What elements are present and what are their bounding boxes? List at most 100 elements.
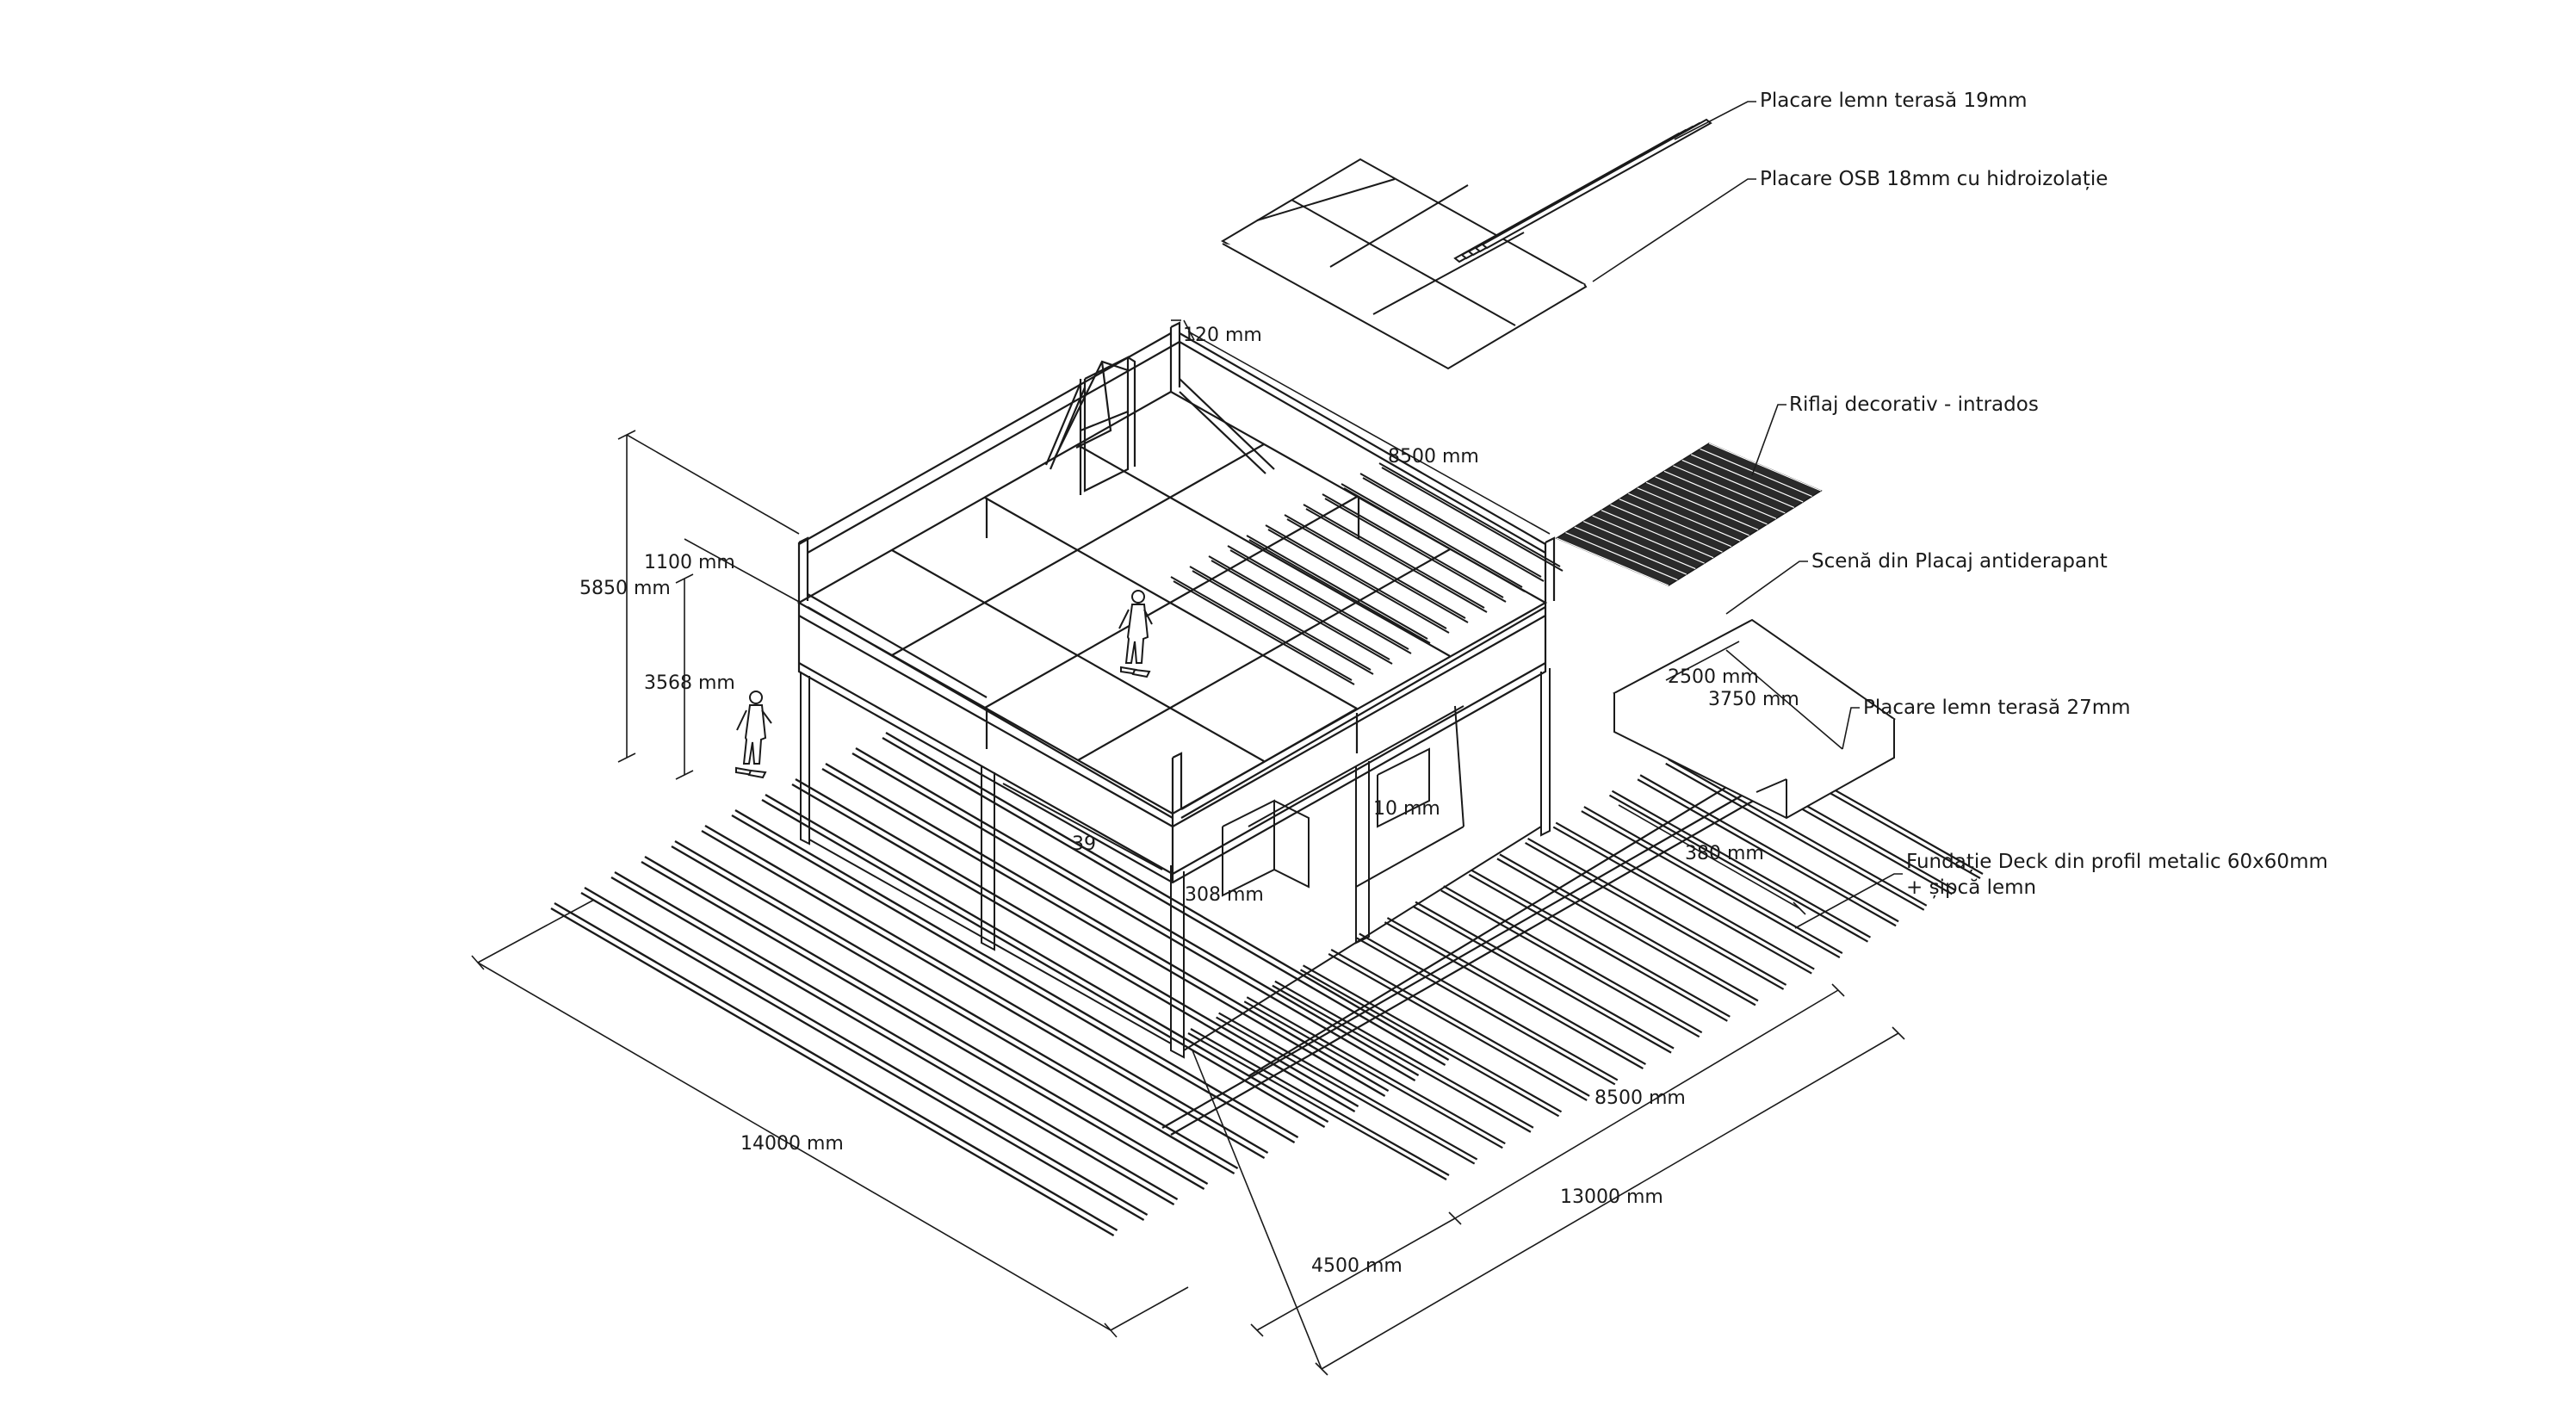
dim-10: 10 mm: [1373, 798, 1440, 820]
ladder-crossbar-edge: [1527, 837, 1787, 986]
foundation-joist: [580, 891, 1145, 1222]
foundation-joist: [610, 876, 1175, 1206]
mezzanine-joist: [1303, 504, 1485, 609]
mezzanine-joist: [1322, 493, 1504, 598]
mezzanine-joist: [1170, 576, 1353, 681]
ladder-crossbar-edge: [1190, 1028, 1450, 1176]
decorative-slats-panel: [1555, 443, 1823, 586]
mezzanine-joist-edge: [1362, 477, 1545, 582]
mezzanine-joist-edge: [1248, 539, 1431, 644]
ladder-crossbar-edge: [1246, 996, 1506, 1145]
foundation-joist: [851, 752, 1416, 1082]
ladder-crossbar-edge: [1302, 964, 1563, 1113]
dim-5850: 5850 mm: [579, 578, 671, 599]
foundation-joists-front: [550, 731, 1450, 1237]
mezzanine-joist: [1284, 514, 1466, 619]
terrace-board: [1481, 118, 1712, 250]
foundation-joist: [761, 798, 1326, 1129]
foundation-joist-edge: [704, 824, 1269, 1155]
dim-1100: 1100 mm: [644, 552, 735, 573]
dim-4500: 4500 mm: [1311, 1255, 1403, 1277]
slat-line: [1708, 443, 1822, 492]
ladder-crossbar-edge: [1668, 758, 1928, 907]
foundation-joist-edge: [644, 855, 1209, 1186]
mezzanine-joist: [1378, 462, 1561, 567]
ladder-crossbar: [1608, 794, 1869, 943]
foundation-joist-edge: [584, 886, 1149, 1217]
dim-308: 308 mm: [1185, 884, 1264, 906]
dim-2500: 2500 mm: [1668, 666, 1759, 688]
mezzanine-joist: [1265, 524, 1447, 629]
foundation-joist-edge: [855, 746, 1420, 1077]
ladder-crossbar-edge: [1386, 917, 1646, 1066]
dim-120: 120 mm: [1183, 325, 1262, 346]
dim-8500-base: 8500 mm: [1595, 1087, 1686, 1109]
ladder-crossbar-edge: [1218, 1012, 1478, 1161]
foundation-joist: [791, 783, 1356, 1113]
railing: [797, 321, 1556, 819]
leader-lines: [1592, 101, 1903, 929]
foundation-joist: [821, 767, 1386, 1098]
ladder-crossbar: [1272, 984, 1532, 1133]
mezzanine-joist-edge: [1173, 580, 1355, 685]
dimension-lines: [471, 319, 1905, 1376]
mezzanine-joists: [1170, 462, 1564, 685]
foundation-joist-edge: [795, 777, 1359, 1108]
slat-line: [1655, 476, 1768, 525]
slat-line: [1583, 521, 1696, 570]
human-figure-upper: [1118, 590, 1153, 678]
ladder-crossbar: [1665, 762, 1925, 911]
foundation-joist: [550, 907, 1115, 1237]
ladder-crossbar-edge: [1611, 790, 1872, 938]
mezzanine-joist-edge: [1343, 487, 1526, 592]
terrace-wood-19-boards: [1453, 118, 1712, 263]
foundation-joist: [671, 845, 1235, 1175]
label-deck-foundation-1: Fundație Deck din profil metalic 60x60mm: [1906, 851, 2328, 873]
mezzanine-joist: [1359, 473, 1542, 578]
mezzanine-joist: [1341, 483, 1523, 588]
ladder-crossbar: [1384, 921, 1644, 1070]
mezzanine-joist: [1208, 555, 1390, 660]
ladder-crossbar: [1581, 810, 1841, 959]
slats-panel-base: [1555, 443, 1823, 586]
label-terrace-wood-19: Placare lemn terasă 19mm: [1760, 90, 2028, 112]
ladder-crossbar: [1496, 858, 1756, 1006]
label-deck-foundation-2: + șipcă lemn: [1906, 876, 2036, 899]
foundation-joist-edge: [554, 901, 1118, 1232]
foundation-joist-edge: [765, 793, 1329, 1124]
ladder-crossbar-edge: [1471, 869, 1731, 1018]
slat-line: [1574, 526, 1687, 575]
foundation-joist: [641, 860, 1205, 1191]
foundation-joist: [701, 829, 1266, 1160]
osb-panel: [1220, 158, 1588, 370]
label-terrace-wood-27: Placare lemn terasă 27mm: [1863, 697, 2131, 719]
foundation-joist-edge: [885, 731, 1450, 1062]
ladder-rail: [1161, 791, 1749, 1129]
ladder-crossbar: [1356, 937, 1616, 1086]
label-stage-plywood: Scenă din Placaj antiderapant: [1811, 550, 2108, 573]
mezzanine-joist-edge: [1381, 467, 1564, 572]
dim-14000: 14000 mm: [740, 1133, 844, 1155]
ladder-crossbar: [1637, 778, 1897, 927]
ladder-crossbar-edge: [1555, 821, 1815, 970]
foundation-joist-edge: [825, 762, 1390, 1093]
slat-line: [1610, 504, 1723, 553]
slat-line: [1619, 499, 1732, 548]
mezzanine-joist: [1189, 566, 1372, 671]
slat-line: [1673, 465, 1786, 514]
ladder-crossbar-edge: [1639, 774, 1899, 923]
dim-3568: 3568 mm: [644, 672, 735, 694]
mezzanine-joist-edge: [1229, 549, 1412, 654]
ladder-crossbar-edge: [1359, 932, 1619, 1081]
foundation-joist: [882, 736, 1446, 1067]
mezzanine-joist-edge: [1267, 529, 1450, 634]
mezzanine-joist: [1246, 535, 1428, 640]
slat-line: [1592, 515, 1705, 564]
slat-line: [1637, 487, 1749, 536]
ladder-crossbar: [1468, 873, 1728, 1022]
ladder-crossbar-edge: [1415, 901, 1675, 1050]
ground-floor-structure: [800, 668, 1551, 1059]
mezzanine-joist: [1227, 545, 1409, 650]
